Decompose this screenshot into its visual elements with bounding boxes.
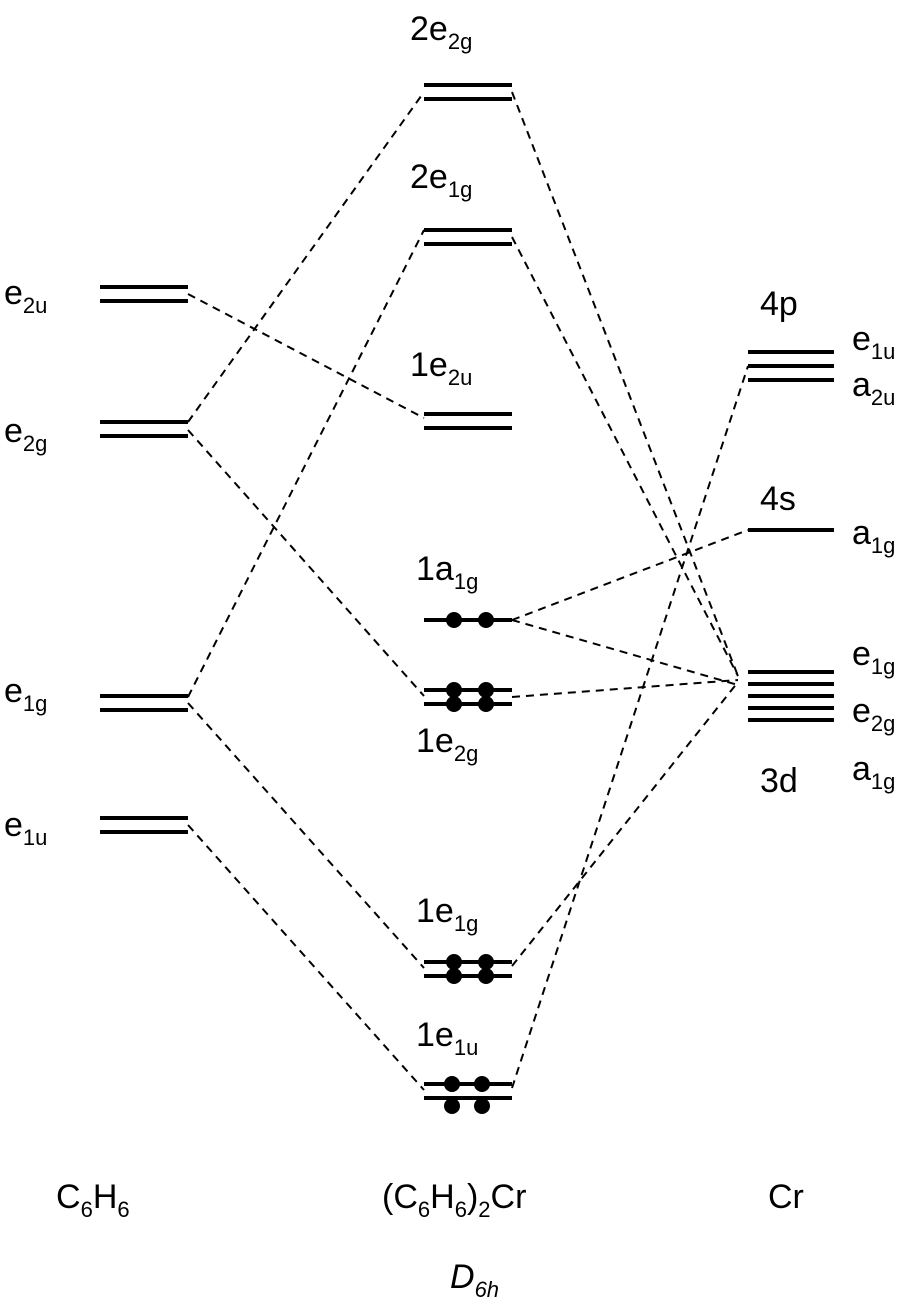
- conn-e1g-2e1g: [187, 229, 425, 698]
- ligand-levels: [100, 285, 188, 834]
- conn-1e1g-3d: [511, 681, 739, 967]
- label-4p-a2u: a2u: [852, 366, 895, 410]
- label-1e1g: 1e1g: [416, 892, 478, 936]
- label-1a1g: 1a1g: [416, 550, 478, 594]
- electron-1e2g-b: [478, 682, 494, 698]
- label-1e2u: 1e2u: [410, 346, 472, 390]
- label-4s: 4s: [760, 480, 796, 518]
- label-4p-e1u: e1u: [852, 320, 895, 364]
- conn-2e2g-3d: [511, 91, 739, 677]
- label-e2g: e2g: [4, 412, 47, 456]
- metal-levels: [748, 350, 834, 722]
- label-1e1u: 1e1u: [416, 1016, 478, 1060]
- electron-1e1g-d: [478, 968, 494, 984]
- conn-1e2g-3d: [511, 679, 739, 698]
- label-2e2g: 2e2g: [410, 10, 472, 54]
- electron-1e2g-c: [446, 696, 462, 712]
- label-3d: 3d: [760, 762, 798, 800]
- conn-2e1g-3d: [511, 236, 739, 677]
- electron-1e1g-a: [446, 954, 462, 970]
- electron-1a1g-b: [478, 612, 494, 628]
- electron-1e1g-c: [446, 968, 462, 984]
- label-4p: 4p: [760, 285, 798, 323]
- conn-e1g-1e1g: [187, 702, 425, 969]
- electrons: [444, 612, 494, 1114]
- column-title-benzene: C6H6: [56, 1178, 130, 1222]
- conn-1e1u-4p: [511, 365, 749, 1089]
- label-3d-e1g: e1g: [852, 635, 895, 679]
- column-title-complex: (C6H6)2Cr: [382, 1178, 526, 1222]
- label-4s-a1g: a1g: [852, 514, 895, 558]
- label-1e2g: 1e2g: [416, 722, 478, 766]
- electron-1e1u-b: [474, 1076, 490, 1092]
- conn-e1u-1e1u: [187, 824, 425, 1091]
- correlation-lines: [187, 91, 749, 1091]
- conn-e2g-2e2g: [187, 91, 425, 423]
- conn-e2u-1e2u: [187, 293, 425, 419]
- electron-1e2g-a: [446, 682, 462, 698]
- electron-1e1u-d: [474, 1098, 490, 1114]
- label-3d-e2g: e2g: [852, 692, 895, 736]
- electron-1a1g-a: [446, 612, 462, 628]
- column-title-chromium: Cr: [768, 1178, 804, 1216]
- label-2e1g: 2e1g: [410, 158, 472, 202]
- electron-1e1u-c: [444, 1098, 460, 1114]
- point-group-label: D6h: [450, 1258, 499, 1302]
- complex-levels: [424, 83, 512, 1100]
- label-e1u: e1u: [4, 806, 47, 850]
- conn-1a1g-3d: [511, 619, 739, 686]
- conn-1a1g-4s: [511, 529, 749, 621]
- label-e1g: e1g: [4, 672, 47, 716]
- label-e2u: e2u: [4, 274, 47, 318]
- electron-1e2g-d: [478, 696, 494, 712]
- conn-e2g-1e2g: [187, 429, 425, 697]
- label-3d-a1g: a1g: [852, 750, 895, 794]
- electron-1e1u-a: [444, 1076, 460, 1092]
- electron-1e1g-b: [478, 954, 494, 970]
